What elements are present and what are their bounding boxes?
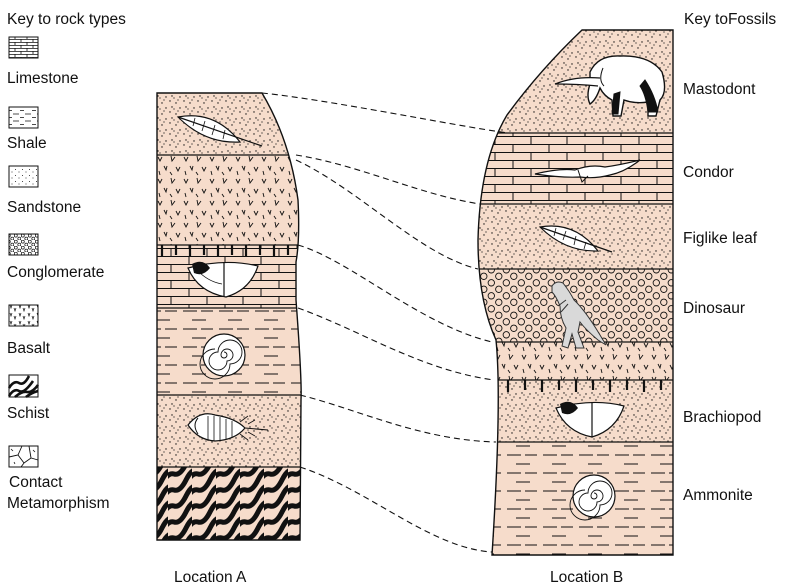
fossil-key-title: Key toFossils: [684, 11, 776, 28]
limestone-label: Limestone: [7, 70, 79, 87]
fossil-label-mastodont: Mastodont: [683, 81, 756, 98]
shale-swatch: [9, 107, 38, 128]
contact-metamorphism-label: Contact: [9, 474, 63, 491]
correlation-line-6: [300, 395, 496, 442]
conglomerate-swatch: [9, 234, 38, 255]
limestone-swatch: [9, 37, 38, 58]
correlation-line-3: [296, 160, 478, 269]
rock-key-sandstone: Sandstone: [7, 166, 81, 216]
fossil-label-figlike-leaf: Figlike leaf: [683, 230, 758, 247]
basalt-swatch: [9, 305, 38, 326]
correlation-line-4: [298, 245, 492, 342]
rock-key-title: Key to rock types: [7, 11, 126, 28]
column-location-a: [150, 90, 310, 542]
rock-key-limestone: Limestone: [7, 37, 79, 87]
column-location-b: [470, 25, 680, 557]
schist-swatch: [9, 375, 38, 397]
rock-key-basalt: Basalt: [7, 305, 51, 357]
fossil-label-dinosaur: Dinosaur: [683, 300, 745, 317]
location-b-label: Location B: [550, 569, 623, 586]
column-b-basalt: [470, 342, 680, 380]
shale-label: Shale: [7, 135, 47, 152]
fossil-label-ammonite: Ammonite: [683, 487, 753, 504]
rock-key-shale: Shale: [7, 107, 47, 152]
fossil-label-condor: Condor: [683, 164, 734, 181]
rock-key-contact-metamorphism: Contact Metamorphism: [7, 446, 110, 512]
location-a-label: Location A: [174, 569, 247, 586]
correlation-line-2: [296, 155, 480, 204]
contact-metamorphism-swatch: [9, 446, 38, 467]
column-a-basalt: [150, 155, 310, 245]
column-b-limestone: [470, 133, 680, 204]
rock-key-schist: Schist: [7, 375, 50, 422]
sandstone-label: Sandstone: [7, 199, 81, 216]
contact-metamorphism-label-2: Metamorphism: [7, 495, 110, 512]
column-a-schist: [150, 467, 310, 542]
conglomerate-label: Conglomerate: [7, 264, 104, 281]
correlation-line-5: [298, 308, 494, 380]
fossil-label-brachiopod: Brachiopod: [683, 409, 761, 426]
schist-label: Schist: [7, 405, 50, 422]
basalt-label: Basalt: [7, 340, 51, 357]
correlation-line-1: [262, 93, 508, 133]
rock-key-conglomerate: Conglomerate: [7, 234, 104, 281]
sandstone-swatch: [9, 166, 38, 187]
correlation-line-7: [300, 467, 492, 552]
